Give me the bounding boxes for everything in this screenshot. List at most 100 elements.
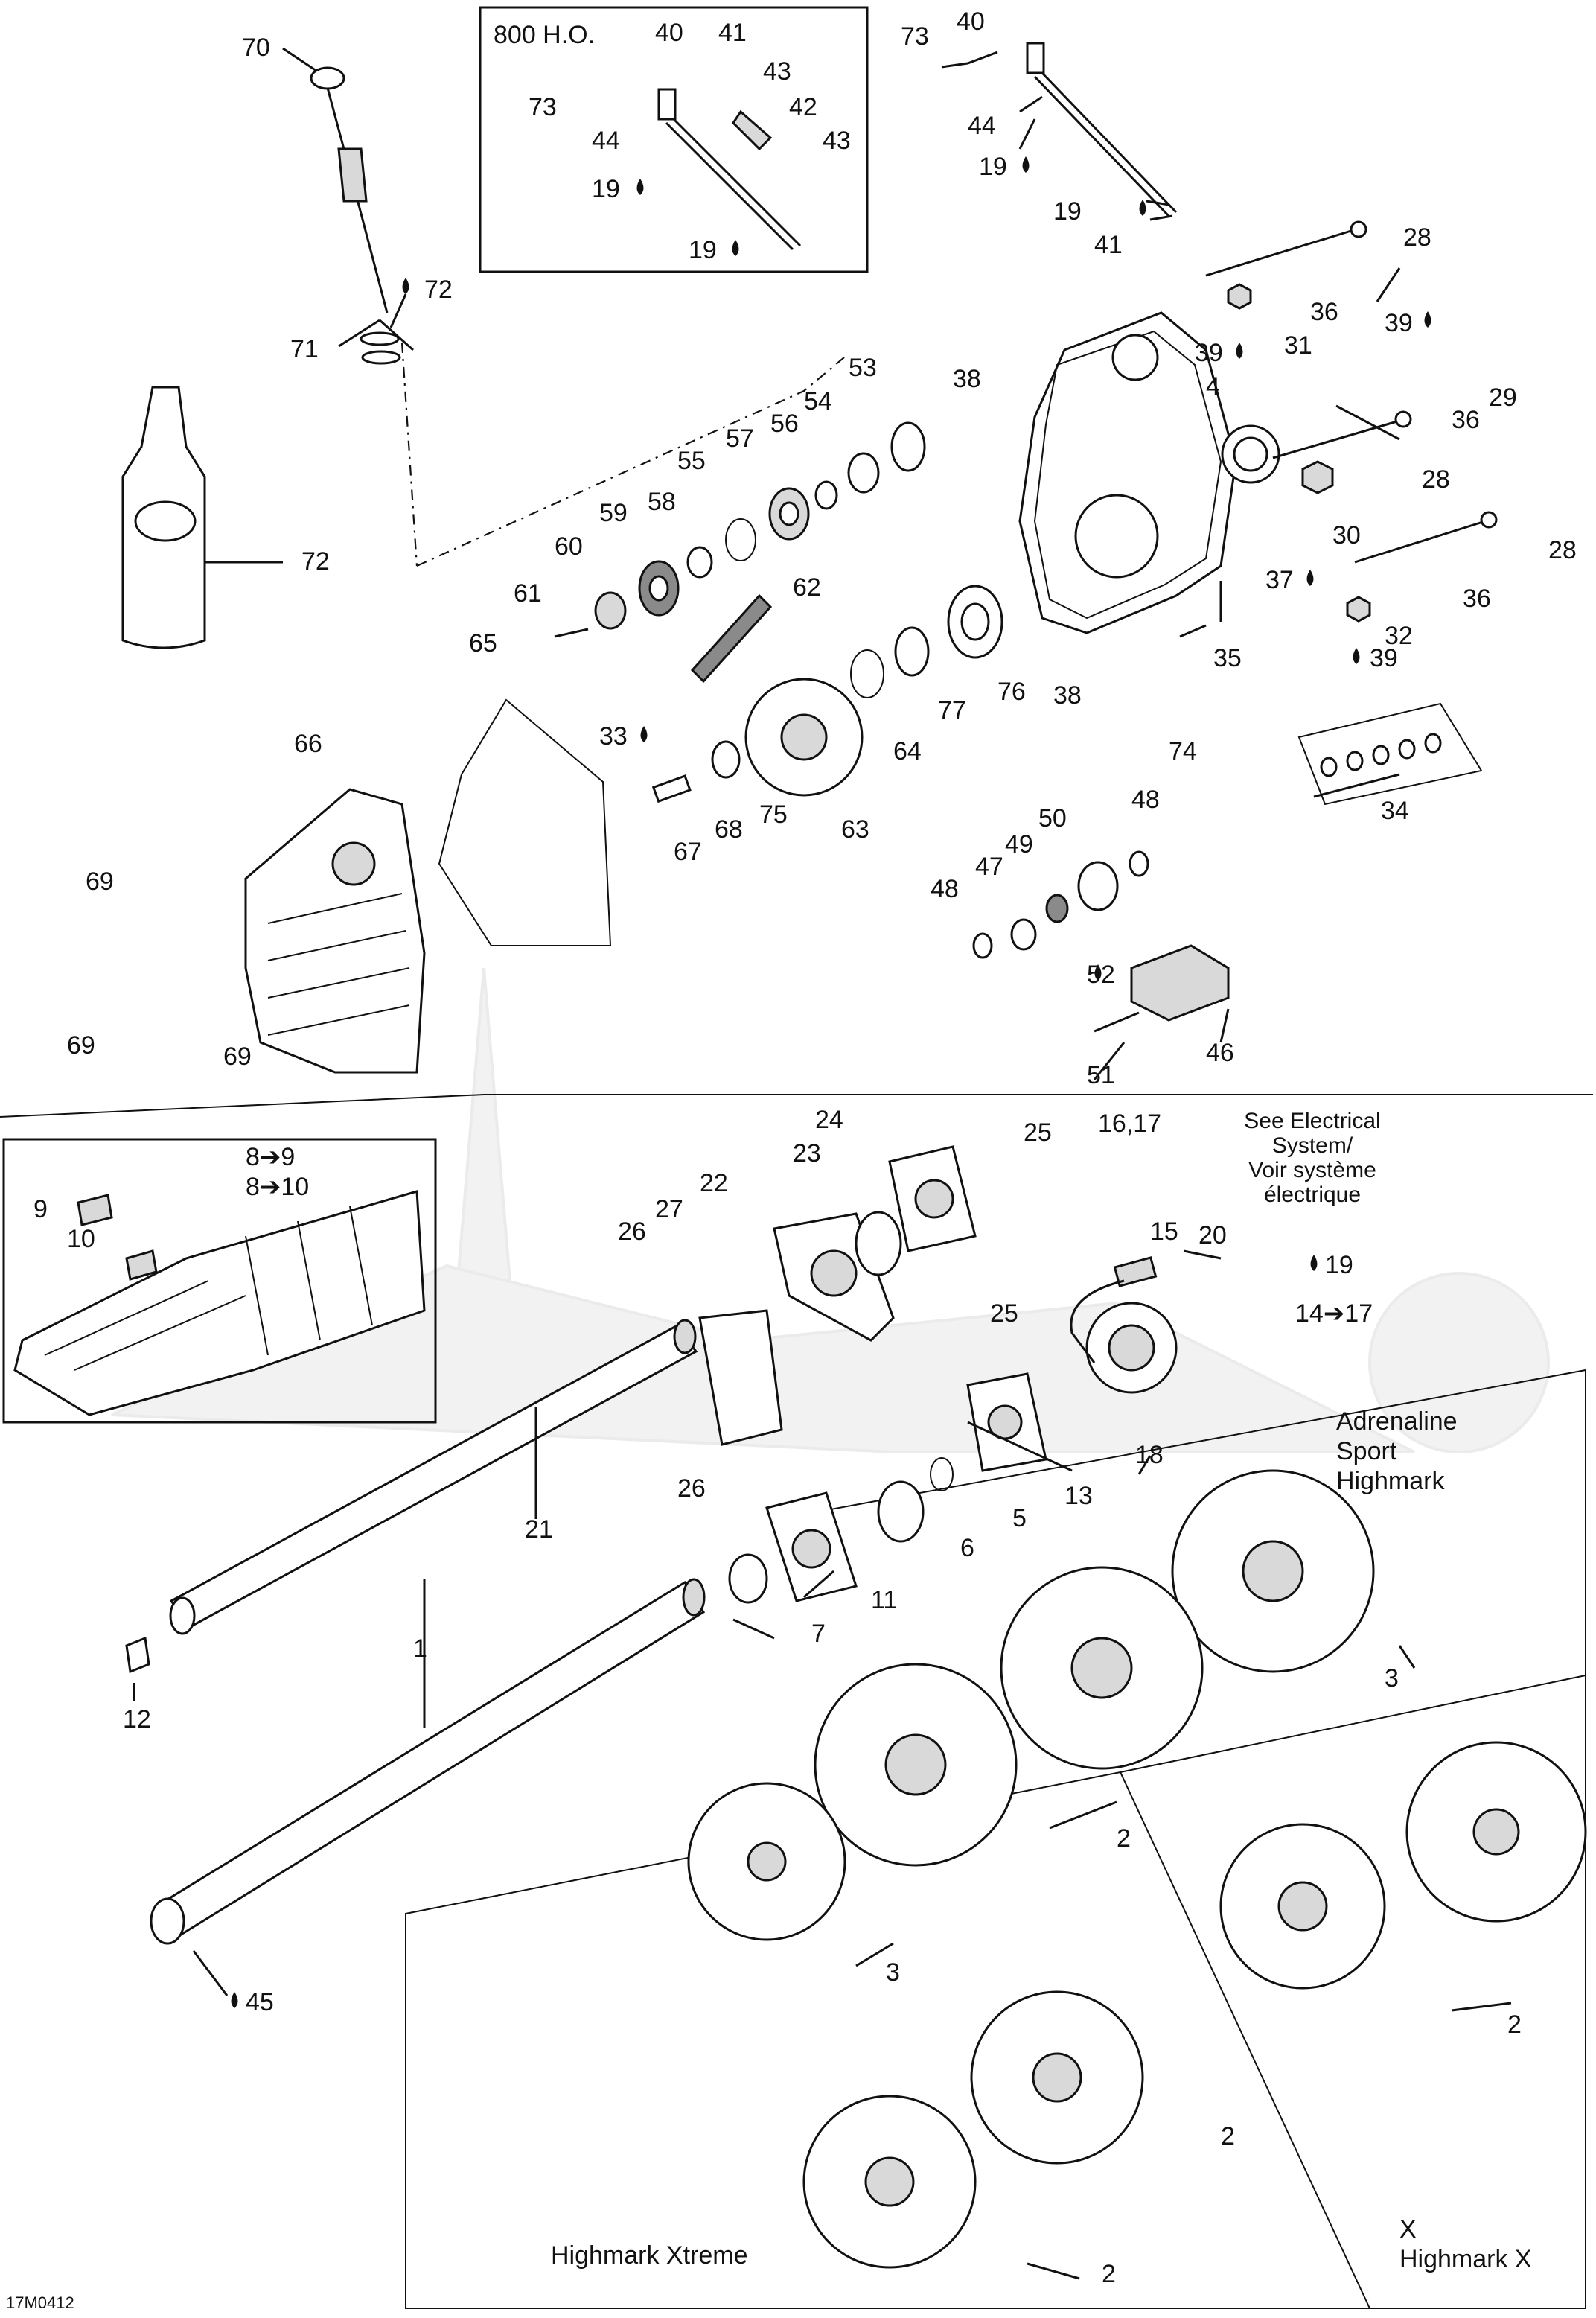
callout-61: 61: [514, 579, 542, 608]
callout-4: 4: [1206, 372, 1220, 401]
dipstick-70: [310, 66, 401, 365]
callout-27: 27: [655, 1195, 683, 1223]
callout-22: 22: [700, 1169, 728, 1197]
callout-55: 55: [677, 447, 706, 475]
callout-39: 39: [1385, 309, 1413, 337]
callout-43: 43: [763, 57, 791, 86]
tensioner-assembly: [972, 850, 1230, 1033]
callout-11: 11: [871, 1586, 897, 1614]
callout-40: 40: [957, 7, 985, 36]
callout-19: 19: [592, 175, 620, 203]
callout-25: 25: [990, 1299, 1018, 1328]
variant-label-c-line-2: Highmark X: [1399, 2245, 1532, 2273]
callout-69: 69: [86, 867, 114, 896]
callout-28: 28: [1548, 536, 1577, 564]
inset-title-800ho: 800 H.O.: [494, 21, 595, 49]
callout-15: 15: [1150, 1217, 1178, 1246]
variant-separator-line: [1120, 1675, 1586, 1773]
callout-3: 3: [886, 1958, 900, 1987]
variant-label-a-line-2: Sport: [1336, 1437, 1397, 1465]
callout-72: 72: [301, 547, 330, 576]
gearbox-housing: [1018, 311, 1280, 634]
callout-41: 41: [1094, 231, 1123, 259]
sprocket-group-x: [1219, 1741, 1587, 1990]
callout-44: 44: [592, 127, 620, 155]
callout-36: 36: [1452, 406, 1480, 434]
track-section: [13, 1190, 426, 1416]
callout-9: 9: [33, 1195, 48, 1223]
callout-58: 58: [648, 488, 676, 516]
callout-73: 73: [529, 93, 557, 121]
callout-57: 57: [726, 424, 754, 453]
callout-29: 29: [1489, 383, 1517, 412]
callout-39: 39: [1370, 644, 1398, 672]
callout-72: 72: [424, 276, 453, 304]
callout-38: 38: [953, 365, 981, 393]
callout-6: 6: [960, 1534, 974, 1562]
callout-30: 30: [1332, 521, 1361, 550]
sprocket-group-adrenaline: [687, 1469, 1375, 1941]
callout-48: 48: [1131, 786, 1160, 814]
callout-2: 2: [1102, 2260, 1116, 2288]
callout-76: 76: [998, 678, 1026, 706]
oil-bottle-72: [121, 386, 283, 649]
seal-ring-65: [438, 698, 612, 946]
callout-41: 41: [718, 19, 747, 47]
callout-25: 25: [1024, 1118, 1052, 1147]
callout-8-9: 8➔9: [246, 1143, 295, 1171]
callout-34: 34: [1381, 797, 1409, 825]
inset-box-track: [2, 1138, 437, 1424]
callout-32: 32: [1385, 622, 1413, 650]
callout-77: 77: [938, 696, 966, 725]
drive-axle-1: [150, 1578, 706, 1945]
callout-3: 3: [1385, 1664, 1399, 1693]
callout-5: 5: [1012, 1504, 1027, 1532]
callout-36: 36: [1310, 298, 1338, 326]
callout-13: 13: [1064, 1482, 1093, 1510]
callout-73: 73: [901, 22, 929, 51]
callout-24: 24: [815, 1106, 843, 1134]
pin-40-inset: [657, 88, 802, 251]
callout-49: 49: [1005, 830, 1033, 859]
callout-59: 59: [599, 499, 628, 527]
callout-40: 40: [655, 19, 683, 47]
variant-label-c-line-1: X: [1399, 2215, 1417, 2244]
callout-28: 28: [1422, 465, 1450, 494]
electrical-note-line-2: System/: [1272, 1133, 1353, 1158]
callout-39: 39: [1195, 339, 1223, 367]
callout-56: 56: [770, 410, 799, 438]
inset-box-800ho: [479, 6, 869, 273]
variant-label-group-c: X Highmark X: [1399, 2215, 1532, 2273]
callout-66: 66: [294, 730, 322, 758]
bearing-plates: [698, 1145, 1178, 1604]
electrical-note-line-4: électrique: [1264, 1182, 1361, 1207]
callout-53: 53: [849, 354, 877, 382]
sprocket-group-xtreme: [802, 1990, 1144, 2269]
housing-bolts: [1205, 220, 1498, 623]
callout-44: 44: [968, 112, 996, 140]
callout-45: 45: [246, 1988, 274, 2016]
callout-33: 33: [599, 722, 628, 751]
variant-label-a-line-1: Adrenaline: [1336, 1407, 1458, 1436]
callout-75: 75: [759, 800, 788, 829]
electrical-note-line-1: See Electrical: [1244, 1109, 1380, 1133]
callout-62: 62: [793, 573, 821, 602]
callout-18: 18: [1135, 1441, 1164, 1469]
chaincase-cover-66: [244, 788, 426, 1074]
callout-26: 26: [618, 1217, 646, 1246]
leader-lines: [133, 47, 1512, 2280]
variant-label-group-b: Highmark Xtreme: [551, 2241, 748, 2270]
speed-sensor-15: [1070, 1256, 1158, 1363]
callout-16-17: 16,17: [1098, 1109, 1161, 1138]
callout-1: 1: [413, 1634, 427, 1663]
callout-26: 26: [677, 1474, 706, 1503]
callout-67: 67: [674, 838, 702, 866]
callout-37: 37: [1265, 566, 1294, 594]
callout-19: 19: [1325, 1251, 1353, 1279]
callout-60: 60: [555, 532, 583, 561]
callout-labels: 70 40 41 43 42 43 73 44 19 19 73 40 44 1…: [33, 7, 1577, 2288]
callout-51: 51: [1087, 1061, 1115, 1089]
callout-47: 47: [975, 853, 1003, 881]
drive-chain-62: [690, 593, 773, 684]
callout-68: 68: [715, 815, 743, 844]
